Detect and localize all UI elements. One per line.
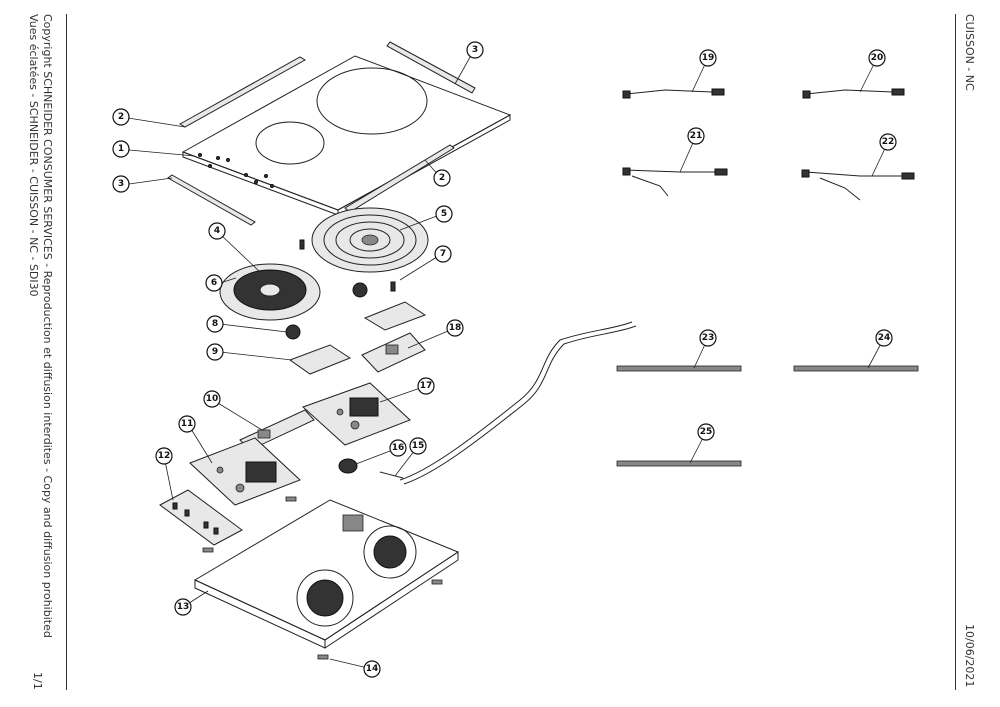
svg-text:15: 15 xyxy=(412,441,425,451)
callout-25: 25 xyxy=(697,423,715,441)
callout-2a: 2 xyxy=(112,108,130,126)
small-board xyxy=(361,332,426,373)
fixing-clips xyxy=(202,496,443,660)
callout-11: 11 xyxy=(178,415,196,433)
fan-lower xyxy=(219,263,321,321)
control-keypad-board xyxy=(159,489,243,546)
callout-3a: 3 xyxy=(466,41,484,59)
callout-15: 15 xyxy=(409,437,427,455)
callout-22: 22 xyxy=(879,133,897,151)
svg-text:17: 17 xyxy=(420,381,433,391)
callout-5: 5 xyxy=(435,205,453,223)
right-margin-rule xyxy=(955,14,956,690)
svg-text:20: 20 xyxy=(871,53,884,63)
fan-upper xyxy=(299,207,429,292)
callout-21: 21 xyxy=(687,127,705,145)
svg-text:2: 2 xyxy=(118,112,124,122)
callout-2b: 2 xyxy=(433,169,451,187)
terminal-block xyxy=(338,458,358,474)
trim-rails xyxy=(167,41,476,226)
callout-4: 4 xyxy=(208,222,226,240)
leader-lines xyxy=(127,49,889,670)
callout-24: 24 xyxy=(875,329,893,347)
callout-16: 16 xyxy=(389,439,407,457)
inverter-board-lower xyxy=(189,437,301,506)
callout-19: 19 xyxy=(699,49,717,67)
callout-18: 18 xyxy=(446,319,464,337)
svg-text:6: 6 xyxy=(211,278,217,288)
svg-text:10: 10 xyxy=(206,394,219,404)
callout-13: 13 xyxy=(174,598,192,616)
svg-text:21: 21 xyxy=(690,131,703,141)
bottom-casing xyxy=(193,499,460,649)
svg-text:2: 2 xyxy=(439,173,445,183)
svg-text:3: 3 xyxy=(472,45,478,55)
ribbon-cables xyxy=(616,365,919,467)
fan-bracket-left xyxy=(285,324,352,375)
svg-text:23: 23 xyxy=(702,333,715,343)
svg-text:4: 4 xyxy=(214,226,220,236)
svg-text:8: 8 xyxy=(212,319,218,329)
power-supply-cable xyxy=(379,321,637,485)
callout-1: 1 xyxy=(112,140,130,158)
callout-12: 12 xyxy=(155,447,173,465)
callout-23: 23 xyxy=(699,329,717,347)
svg-text:14: 14 xyxy=(366,664,379,674)
svg-text:18: 18 xyxy=(449,323,462,333)
svg-text:19: 19 xyxy=(702,53,715,63)
callout-20: 20 xyxy=(868,49,886,67)
inverter-board-upper xyxy=(302,382,411,446)
callout-8: 8 xyxy=(206,315,224,333)
callout-14: 14 xyxy=(363,660,381,678)
callout-17: 17 xyxy=(417,377,435,395)
callout-6: 6 xyxy=(205,274,223,292)
svg-text:22: 22 xyxy=(882,137,895,147)
fan-bracket-right xyxy=(352,282,427,331)
svg-text:5: 5 xyxy=(441,209,447,219)
svg-text:13: 13 xyxy=(177,602,190,612)
svg-text:24: 24 xyxy=(878,333,891,343)
callout-3b: 3 xyxy=(112,175,130,193)
svg-text:3: 3 xyxy=(118,179,124,189)
wire-harnesses xyxy=(622,88,915,201)
svg-text:16: 16 xyxy=(392,443,405,453)
svg-text:25: 25 xyxy=(700,427,713,437)
svg-text:12: 12 xyxy=(158,451,171,461)
svg-text:9: 9 xyxy=(212,347,218,357)
svg-text:7: 7 xyxy=(440,249,446,259)
svg-text:11: 11 xyxy=(181,419,194,429)
svg-text:1: 1 xyxy=(118,144,124,154)
callout-7: 7 xyxy=(434,245,452,263)
callout-9: 9 xyxy=(206,343,224,361)
callout-10: 10 xyxy=(203,390,221,408)
left-margin-rule xyxy=(66,14,67,690)
